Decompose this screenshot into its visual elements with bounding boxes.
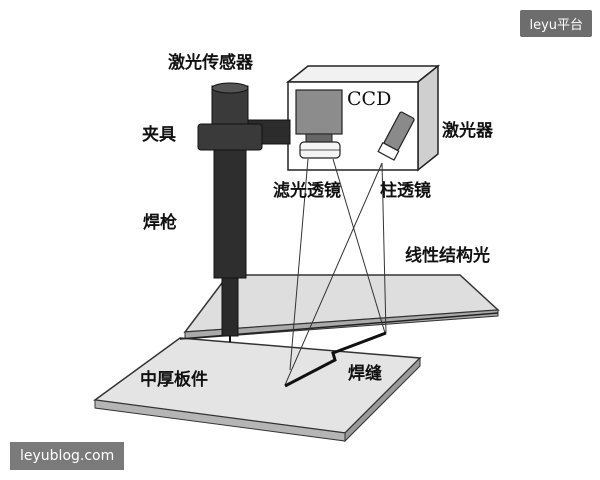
housing-side <box>417 64 439 172</box>
laser-stripe <box>284 331 387 388</box>
watermark-top-right: leyu平台 <box>520 10 592 37</box>
housing-top <box>285 65 441 83</box>
laser-line-left <box>284 162 383 386</box>
label-filter-lens: 滤光透镜 <box>273 181 341 201</box>
label-laser: 激光器 <box>442 121 493 141</box>
fov-line-right <box>332 158 386 334</box>
laser-module-shape <box>377 111 415 161</box>
label-laser-sensor: 激光传感器 <box>168 53 253 73</box>
label-weld-seam: 焊缝 <box>348 364 382 384</box>
torch-body <box>213 149 247 279</box>
front-plate-front <box>94 399 346 442</box>
label-ccd: CCD <box>347 88 392 110</box>
label-welding-torch: 焊枪 <box>143 213 177 233</box>
label-clamp: 夹具 <box>142 125 176 145</box>
clamp-ring <box>197 123 263 151</box>
label-cylinder-lens: 柱透镜 <box>380 181 431 201</box>
label-structured-light: 线性结构光 <box>405 246 490 266</box>
label-plate: 中厚板件 <box>140 370 208 390</box>
watermark-bottom-left: leyublog.com <box>10 442 125 470</box>
torch-nozzle <box>221 277 239 337</box>
laser-line-right <box>381 162 387 334</box>
ccd-camera-neck <box>305 133 333 143</box>
ccd-camera-body <box>295 89 343 135</box>
fov-line-left <box>289 158 309 371</box>
